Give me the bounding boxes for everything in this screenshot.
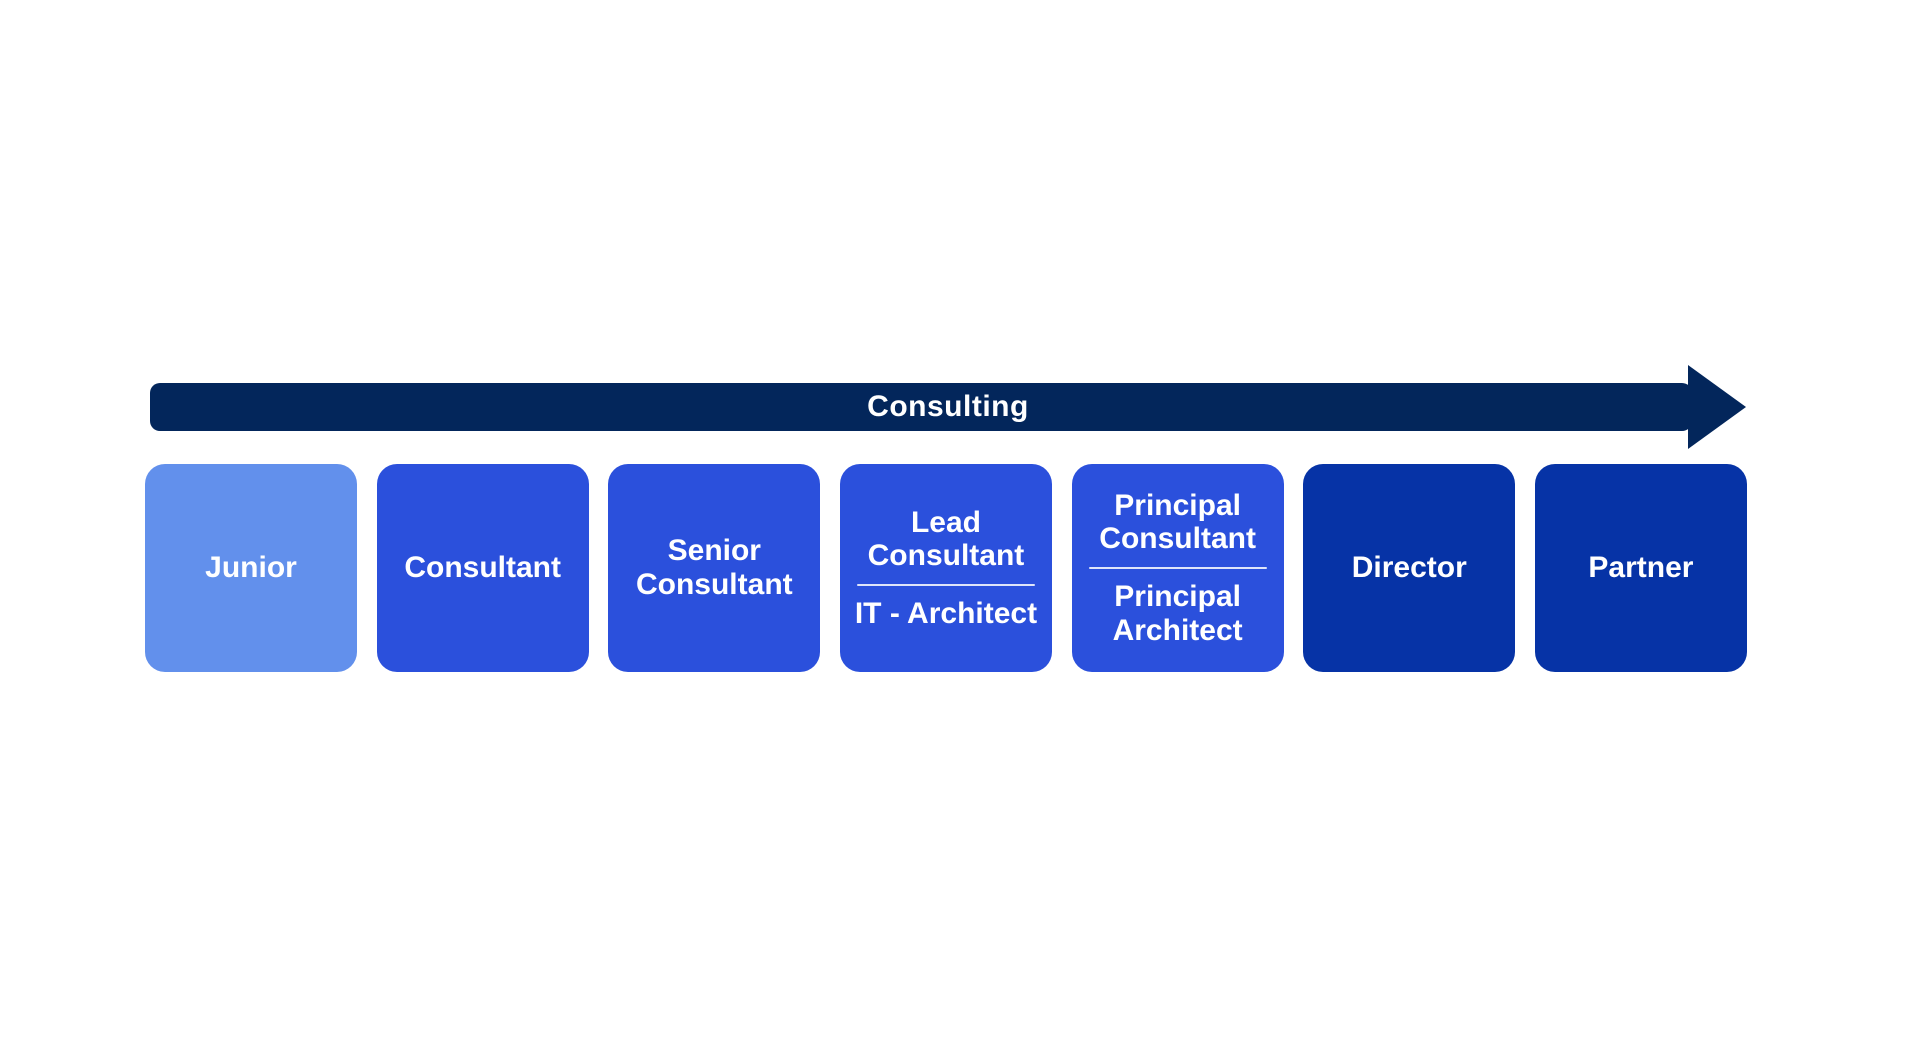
stage-primary-label: Consultant xyxy=(404,551,561,585)
stage-primary-label: Lead Consultant xyxy=(867,505,1025,573)
stage-primary-label: Principal Consultant xyxy=(1099,488,1256,556)
stage-card: Principal Consultant Principal Architect xyxy=(1071,464,1284,672)
stage-primary-label: Partner xyxy=(1588,551,1694,585)
stage-row: Junior Consultant Senior Consultant Lead… xyxy=(145,464,1747,672)
stage-primary-label: Junior xyxy=(205,551,297,585)
stage-secondary-label: IT - Architect xyxy=(854,596,1038,630)
stage-primary-label: Director xyxy=(1351,551,1467,585)
arrow-bar xyxy=(150,383,1692,431)
consulting-track-arrow: Consulting xyxy=(150,365,1746,449)
stage-divider xyxy=(856,583,1035,586)
stage-primary-label: Senior Consultant xyxy=(635,534,793,601)
stage-card: Partner xyxy=(1534,464,1747,672)
stage-card: Junior xyxy=(145,464,357,672)
consulting-track-label: Consulting xyxy=(867,390,1029,423)
stage-card: Lead Consultant IT - Architect xyxy=(839,464,1052,672)
stage-card: Director xyxy=(1303,464,1516,672)
stage-secondary-label: Principal Architect xyxy=(1112,580,1243,647)
stage-divider xyxy=(1088,567,1267,569)
stage-card: Consultant xyxy=(376,464,589,672)
stage-card: Senior Consultant xyxy=(608,464,821,672)
